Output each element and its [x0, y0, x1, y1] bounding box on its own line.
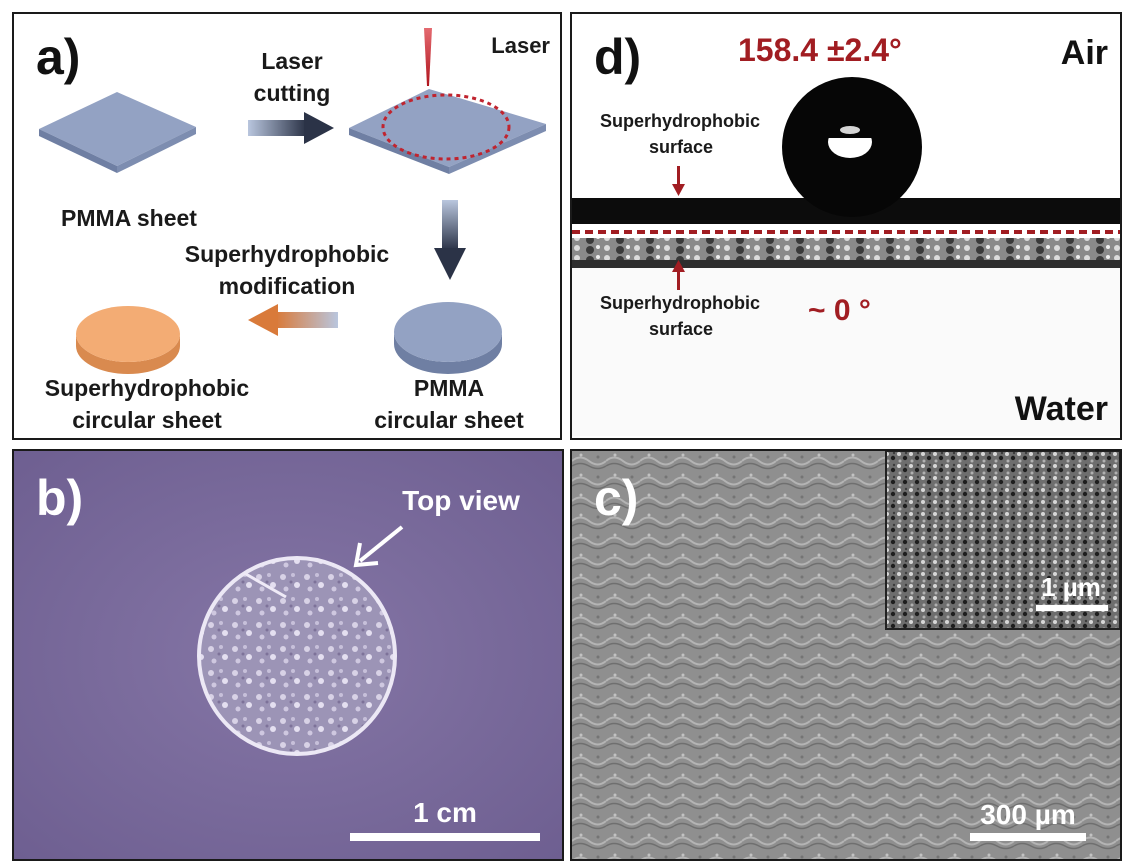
- super-circular-label-2: circular sheet: [72, 407, 222, 433]
- contact-angle-value: 158.4 ±2.4°: [738, 32, 902, 68]
- pmma-circular-label-1: PMMA: [413, 375, 485, 401]
- contact-angle-image: [572, 77, 1120, 436]
- modification-label-1: Superhydrophobic: [184, 241, 390, 267]
- water-contact-angle: ~ 0 °: [808, 294, 871, 327]
- upper-surface-label-1: Superhydrophobic: [599, 111, 760, 131]
- panel-c-tag: c): [594, 470, 639, 526]
- upper-surface-label-2: surface: [648, 137, 714, 157]
- laser-cutting-label-2: cutting: [253, 80, 331, 106]
- lower-surface-arrow: [672, 260, 685, 290]
- scale-bar-1um: [1036, 605, 1108, 611]
- water-droplet: [782, 77, 922, 217]
- super-circular-label-1: Superhydrophobic: [44, 375, 250, 401]
- scale-bar-300um: [970, 833, 1086, 841]
- laser-beam-icon: [424, 28, 432, 86]
- scale-bar-1cm: [350, 833, 540, 841]
- upper-surface-arrow: [672, 166, 685, 196]
- panel-b-tag: b): [36, 470, 84, 526]
- superhydrophobic-disk: [76, 306, 180, 374]
- water-label: Water: [1014, 390, 1108, 428]
- panel-d: d) 158.4 ±2.4° Air Superhydrophobic surf…: [570, 12, 1122, 440]
- panel-b: b) Top view 1 cm: [12, 449, 564, 861]
- down-arrow: [434, 200, 466, 280]
- modification-arrow: [248, 304, 338, 336]
- sem-image: [572, 451, 1120, 859]
- sample-photo: [14, 451, 562, 859]
- top-view-arrow: [353, 525, 404, 568]
- inset-scale-label: 1 µm: [1041, 572, 1101, 602]
- sem-inset: [885, 451, 1120, 630]
- pmma-circular-label-2: circular sheet: [374, 407, 524, 433]
- panel-a-tag: a): [36, 29, 81, 85]
- laser-label: Laser: [491, 33, 550, 58]
- pmma-sheet-plate: [39, 92, 196, 173]
- air-label: Air: [1060, 34, 1108, 72]
- laser-cut-plate: [349, 89, 546, 174]
- laser-cutting-arrow: [248, 112, 334, 144]
- scale-1cm-label: 1 cm: [413, 797, 477, 828]
- panel-c: c) 1 µm 300 µm: [570, 449, 1122, 861]
- laser-cutting-label-1: Laser: [261, 48, 323, 74]
- superhydrophobic-disk-photo: [197, 556, 397, 756]
- panel-a-illustration: [39, 28, 546, 374]
- lower-surface-label-1: Superhydrophobic: [599, 293, 760, 313]
- top-view-label: Top view: [402, 485, 520, 516]
- panel-d-tag: d): [594, 29, 642, 85]
- pmma-circular-disk: [394, 302, 502, 374]
- scale-300um-label: 300 µm: [980, 799, 1076, 830]
- modification-label-2: modification: [218, 273, 356, 299]
- pmma-sheet-label: PMMA sheet: [61, 205, 197, 231]
- panel-a: a): [12, 12, 562, 440]
- lower-surface-label-2: surface: [648, 319, 714, 339]
